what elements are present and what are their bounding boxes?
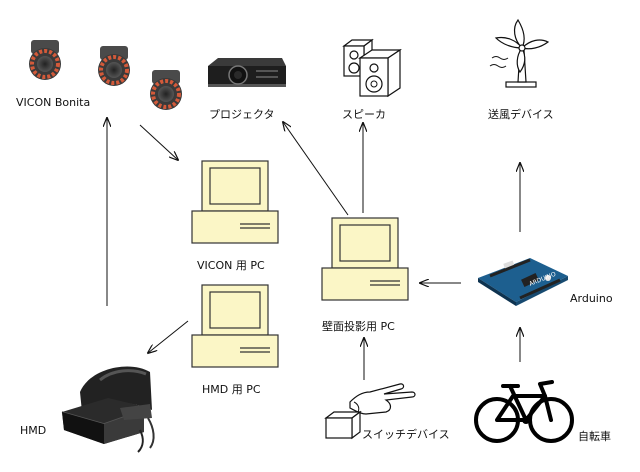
hmd-icon — [61, 366, 155, 453]
wall-pc-label: 壁面投影用 PC — [322, 320, 395, 333]
switch-label: スイッチデバイス — [362, 428, 450, 441]
projector-icon — [208, 58, 286, 87]
fan-label: 送風デバイス — [488, 108, 554, 121]
hmd-pc-label: HMD 用 PC — [202, 383, 261, 396]
arduino-label: Arduino — [570, 292, 613, 305]
hand-switch-icon — [349, 383, 416, 415]
arduino-icon: ARDUINO — [478, 258, 568, 306]
switch-box-icon — [324, 410, 362, 440]
hmd-label: HMD — [20, 424, 47, 437]
fan-icon — [489, 18, 550, 88]
arrow-wall-pc-to-projector — [283, 122, 349, 216]
vicon-camera-icon — [29, 40, 182, 110]
speaker-icon — [342, 38, 402, 98]
speaker-label: スピーカ — [342, 108, 386, 121]
projector-label: プロジェクタ — [209, 108, 275, 121]
bicycle-label: 自転車 — [578, 430, 611, 443]
bicycle-icon — [474, 380, 574, 443]
connection-arrows — [107, 118, 520, 380]
vicon-pc-icon — [191, 160, 279, 244]
vicon-cameras-label: VICON Bonita — [16, 96, 91, 109]
wall-pc-icon — [321, 217, 409, 301]
arrow-cameras-to-vicon-pc — [139, 124, 178, 160]
vicon-pc-label: VICON 用 PC — [197, 259, 265, 272]
hmd-pc-icon — [191, 284, 279, 368]
arrow-hmd-pc-to-hmd — [148, 320, 189, 353]
